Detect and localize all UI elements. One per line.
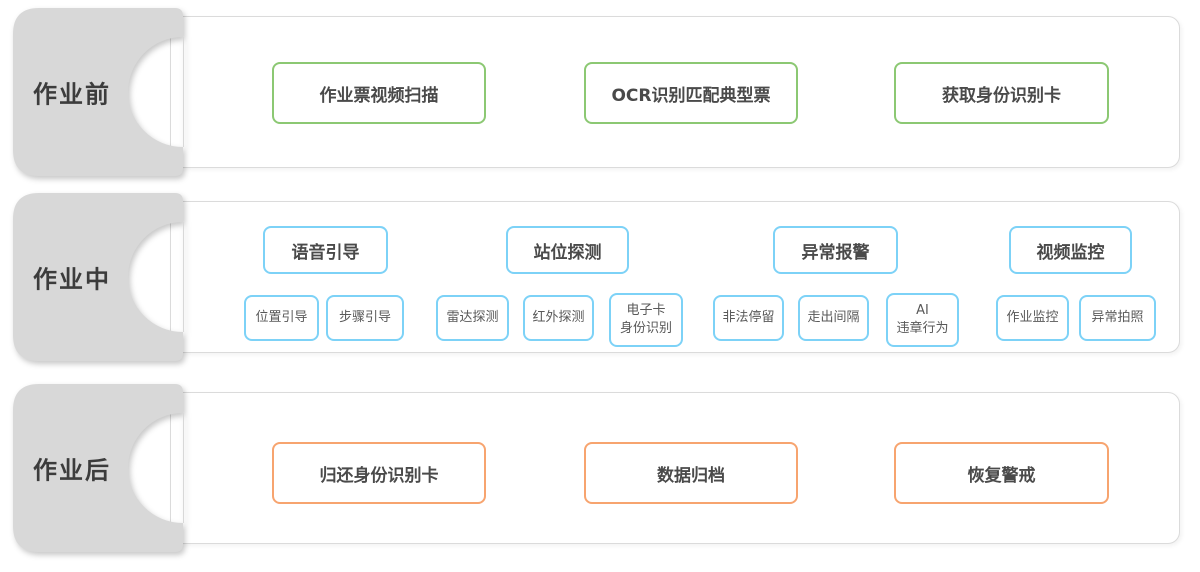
tab-notch-shape: [13, 384, 184, 552]
phase-panel-after: 归还身份识别卡 数据归档 恢复警戒: [170, 392, 1180, 544]
phase-panel-before: 作业票视频扫描 OCR识别匹配典型票 获取身份识别卡: [170, 16, 1180, 168]
phase-tab-after: 作业后: [12, 383, 184, 553]
phase-tab-before: 作业前: [12, 7, 184, 177]
group-header-abnormal-alarm: 异常报警: [773, 226, 898, 274]
section-after-work: 归还身份识别卡 数据归档 恢复警戒 作业后: [0, 383, 1200, 553]
step-box-return-id-card: 归还身份识别卡: [272, 442, 486, 504]
phase-label-during: 作业中: [33, 265, 111, 294]
sub-box-ai-violation: AI 违章行为: [886, 293, 959, 347]
sub-box-work-monitoring: 作业监控: [996, 295, 1069, 341]
section-during-work: 语音引导 站位探测 异常报警 视频监控 位置引导 步骤引导 雷达探测 红外探测 …: [0, 192, 1200, 362]
phase-label-after: 作业后: [33, 456, 111, 485]
phase-label-before: 作业前: [33, 80, 111, 109]
step-box-restore-alert: 恢复警戒: [894, 442, 1109, 504]
group-header-position-detection: 站位探测: [506, 226, 629, 274]
step-box-ticket-video-scan: 作业票视频扫描: [272, 62, 486, 124]
group-header-video-monitoring: 视频监控: [1009, 226, 1132, 274]
step-box-data-archive: 数据归档: [584, 442, 798, 504]
sub-box-radar-detection: 雷达探测: [436, 295, 509, 341]
tab-notch-shape: [13, 8, 184, 176]
sub-box-step-guide: 步骤引导: [326, 295, 404, 341]
sub-box-illegal-stay: 非法停留: [713, 295, 784, 341]
step-box-ocr-match: OCR识别匹配典型票: [584, 62, 798, 124]
tab-notch-shape: [13, 193, 184, 361]
section-before-work: 作业票视频扫描 OCR识别匹配典型票 获取身份识别卡 作业前: [0, 7, 1200, 177]
group-header-voice-guidance: 语音引导: [263, 226, 388, 274]
sub-box-abnormal-photo: 异常拍照: [1079, 295, 1156, 341]
phase-panel-during: 语音引导 站位探测 异常报警 视频监控 位置引导 步骤引导 雷达探测 红外探测 …: [170, 201, 1180, 353]
phase-tab-during: 作业中: [12, 192, 184, 362]
sub-box-position-guide: 位置引导: [244, 295, 319, 341]
sub-box-leave-interval: 走出间隔: [798, 295, 869, 341]
sub-box-infrared-detection: 红外探测: [523, 295, 594, 341]
step-box-get-id-card: 获取身份识别卡: [894, 62, 1109, 124]
sub-box-ecard-identification: 电子卡 身份识别: [609, 293, 683, 347]
